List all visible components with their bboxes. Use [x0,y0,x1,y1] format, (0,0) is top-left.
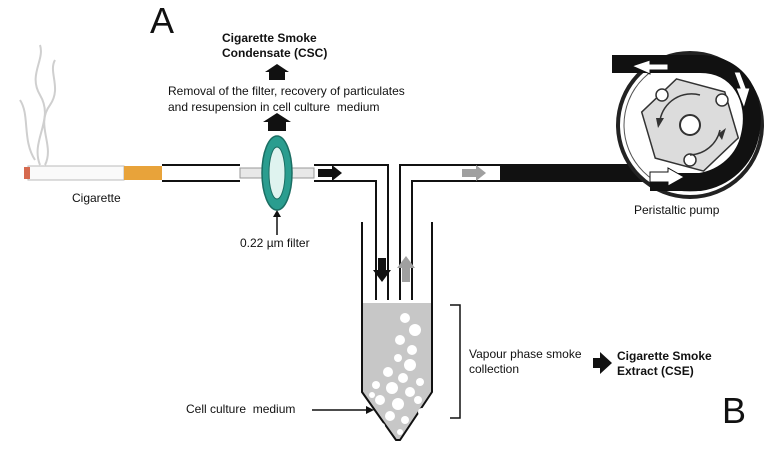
filter-pointer [273,210,281,235]
removal-label-line2: and resupension in cell culture medium [168,100,380,114]
down-arrow [373,258,391,282]
medium-pointer [312,406,374,414]
panel-label-a: A [150,0,175,41]
upward-arrow-csc [265,64,289,80]
filter-icon [239,135,315,211]
csc-label-line2: Condensate (CSC) [222,46,328,60]
cigarette-label: Cigarette [72,191,121,205]
peristaltic-pump-icon [612,51,764,199]
removal-label-line1: Removal of the filter, recovery of parti… [168,84,405,98]
tube-cigarette-filter [162,164,240,182]
cse-label-line1: Cigarette Smoke [617,349,712,363]
upward-arrow-removal [263,113,291,131]
flow-arrow-gray [462,165,486,181]
medium-label: Cell culture medium [186,402,296,416]
csc-label-line1: Cigarette Smoke [222,31,317,45]
collection-tube [361,222,433,441]
cse-arrow [593,352,612,374]
cigarette-icon [24,165,162,181]
smoke-wisps [19,44,57,166]
vapour-label-line2: collection [469,362,520,376]
pump-label: Peristaltic pump [634,203,720,217]
vapour-bracket [450,304,461,419]
cse-label-line2: Extract (CSE) [617,364,694,378]
tube-flask-to-pump [399,164,500,300]
pump-tubing [500,164,650,182]
tube-filter-to-flask [314,164,389,300]
panel-label-b: B [722,390,747,431]
flow-arrow-black [318,165,342,181]
up-arrow [397,256,415,282]
bubbles [369,313,426,435]
vapour-label-line1: Vapour phase smoke [469,347,582,361]
filter-label: 0.22 µm filter [240,236,310,250]
